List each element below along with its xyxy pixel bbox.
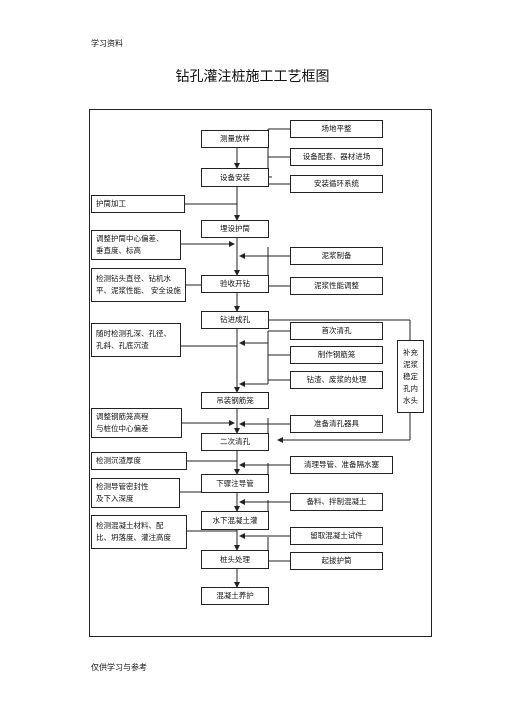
page-header: 学习资料 xyxy=(91,39,123,48)
step-box: 验收开钻 xyxy=(201,275,269,293)
right-input-box: 起拔护筒 xyxy=(290,552,383,570)
left-input-box: 检测沉渣厚度 xyxy=(91,452,187,470)
step-box: 吊装钢筋笼 xyxy=(201,392,269,409)
left-input-box: 护筒加工 xyxy=(91,195,185,213)
step-box: 下骤注导管 xyxy=(201,474,269,493)
right-input-box: 清理导管、准备隔水塞 xyxy=(290,456,393,474)
step-box: 二次清孔 xyxy=(201,433,269,451)
right-input-box: 泥浆性能调整 xyxy=(290,277,383,295)
side-note-line: 孔内 xyxy=(403,383,418,393)
side-note-line: 泥浆 xyxy=(403,359,418,369)
side-note-box: 补充 泥浆 稳定 孔内 水头 xyxy=(397,340,424,413)
step-box: 水下混凝土灌 xyxy=(201,511,269,530)
right-input-box: 安装循环系统 xyxy=(290,175,383,193)
step-box: 混凝土养护 xyxy=(201,587,269,605)
left-input-box: 检测混凝土材料、配 比、坍落度、灌注高度 xyxy=(91,515,187,549)
right-input-box: 首次清孔 xyxy=(290,322,383,340)
step-box: 桩头处理 xyxy=(201,550,269,569)
flowchart-frame xyxy=(89,109,432,637)
left-input-box: 调整护筒中心偏差、 垂直度、标高 xyxy=(91,230,181,260)
left-input-box: 检测钻头直径、钻机水 平、泥浆性能、 安全设施 xyxy=(91,268,186,302)
right-input-box: 场地平整 xyxy=(290,120,383,138)
left-input-box: 检测导管密封性 及下入深度 xyxy=(91,478,180,508)
right-input-box: 设备配套、器材进场 xyxy=(290,148,383,166)
right-input-box: 泥浆制备 xyxy=(290,247,383,265)
right-input-box: 准备清孔器具 xyxy=(290,415,383,433)
step-box: 钻进成孔 xyxy=(201,311,269,329)
side-note-line: 水头 xyxy=(403,395,418,405)
left-input-box: 调整钢筋笼高程 与桩位中心偏差 xyxy=(91,408,182,438)
page-title: 钻孔灌注桩施工工艺框图 xyxy=(175,69,330,85)
right-input-box: 备料、拌制混凝土 xyxy=(290,493,383,511)
step-box: 设备安装 xyxy=(201,168,269,187)
right-input-box: 制作钢筋笼 xyxy=(290,346,383,364)
page-footer: 仅供学习与参考 xyxy=(91,663,147,672)
right-input-box: 留取混凝土试件 xyxy=(290,527,383,545)
right-input-box: 钻渣、废浆的处理 xyxy=(290,371,383,389)
left-input-box: 随时检测孔深、孔径、 孔斜、孔底沉渣 xyxy=(91,323,181,357)
side-note-line: 补充 xyxy=(403,347,418,357)
step-box: 埋设护筒 xyxy=(201,220,269,238)
side-note-line: 稳定 xyxy=(403,371,418,381)
step-box: 测量放样 xyxy=(201,130,269,148)
